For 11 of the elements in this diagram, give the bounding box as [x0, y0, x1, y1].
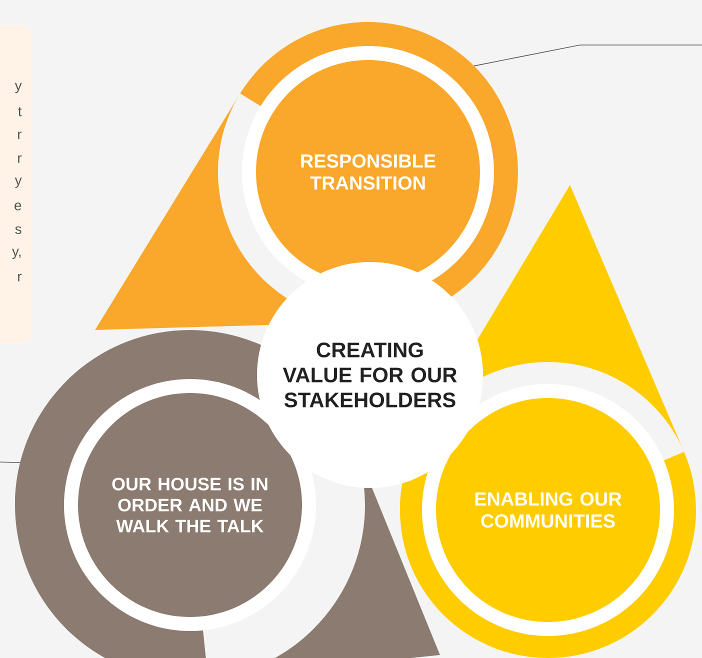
text-fragment: e	[14, 202, 22, 210]
text-fragment: t	[18, 107, 22, 116]
text-fragment: y	[14, 178, 22, 188]
leader-line	[0, 462, 21, 464]
text-fragment: r	[18, 155, 22, 163]
text-fragment: s	[15, 226, 22, 234]
text-fragment: y	[14, 82, 22, 94]
text-fragment: r	[18, 274, 22, 282]
leader-line	[474, 44, 702, 66]
text-fragment: r	[18, 132, 22, 140]
text-fragment: y,	[12, 248, 21, 260]
